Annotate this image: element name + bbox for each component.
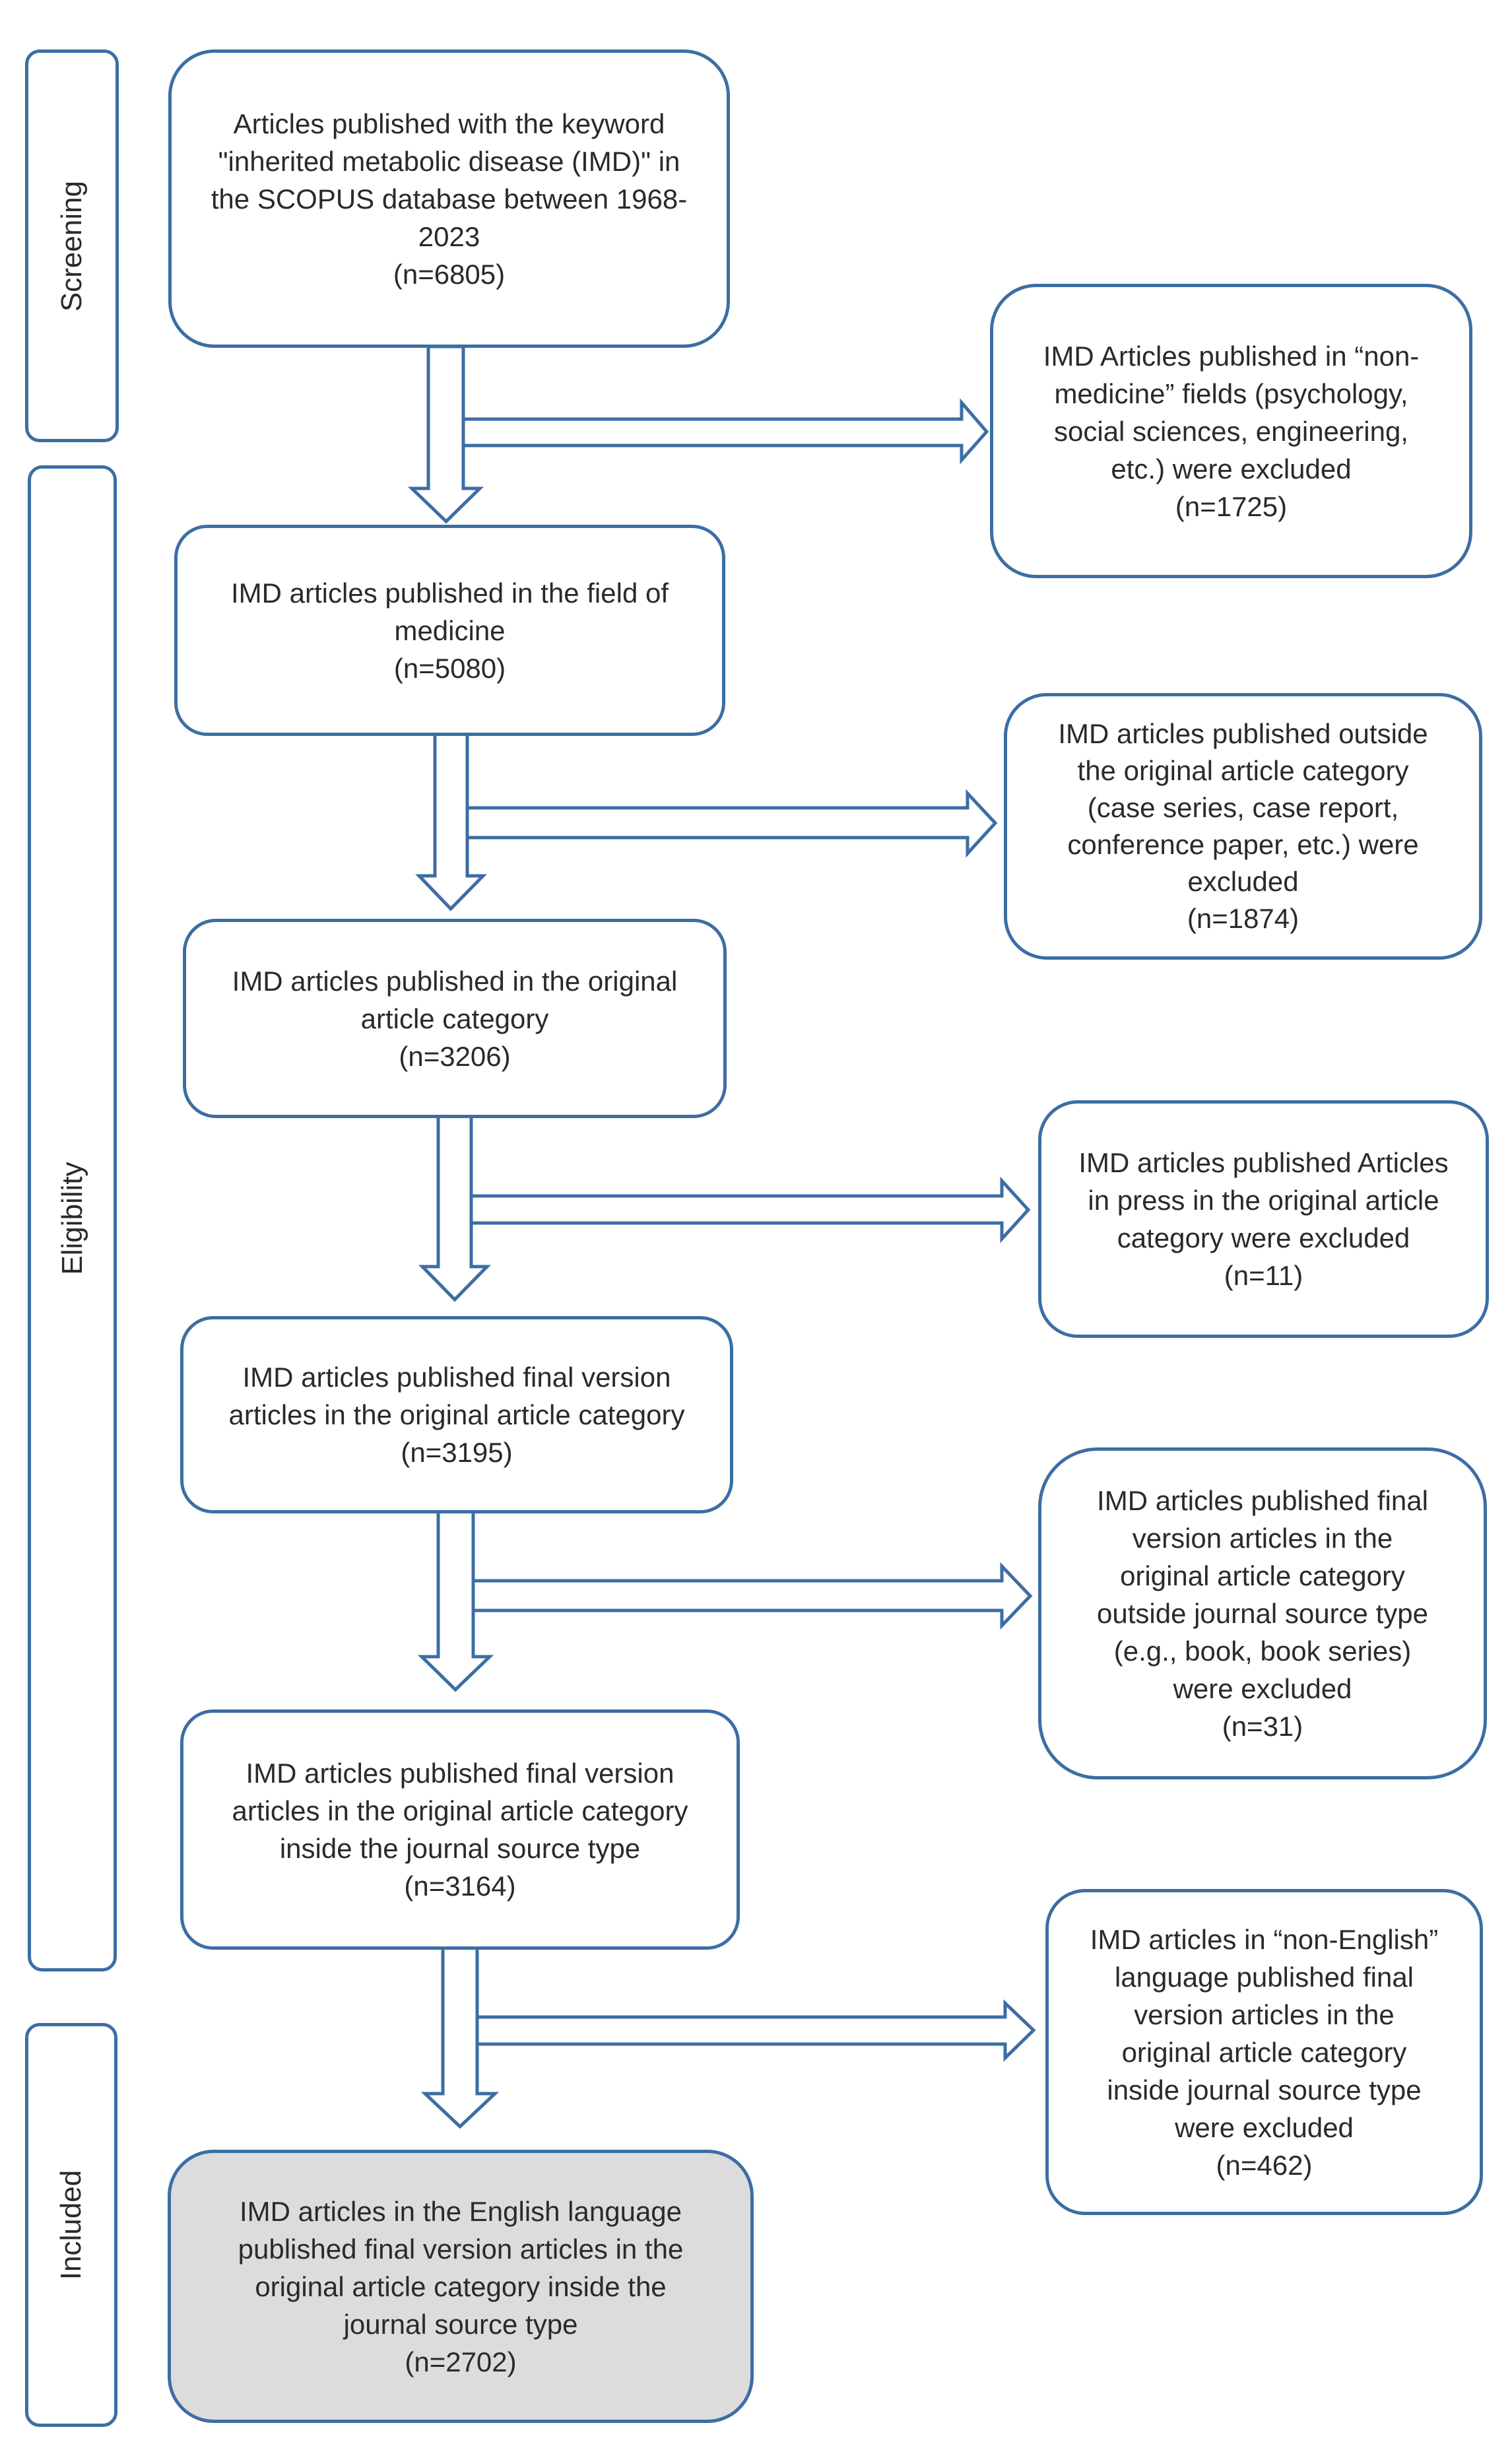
- right-arrow-4: [471, 1562, 1033, 1630]
- stage-eligibility: Eligibility: [28, 465, 117, 1972]
- right-arrow-3: [469, 1176, 1031, 1243]
- stage-screening: Screening: [25, 50, 119, 442]
- box-exclusion-1: IMD Articles published in “non- medicine…: [990, 284, 1472, 578]
- right-arrow-5: [475, 1999, 1036, 2062]
- down-arrow-4: [417, 1496, 494, 1692]
- right-arrow-2: [465, 789, 998, 858]
- box-step1: IMD articles published in the field of m…: [174, 525, 725, 736]
- box-start: Articles published with the keyword "inh…: [168, 50, 730, 348]
- stage-included: Included: [25, 2023, 117, 2427]
- box-final: IMD articles in the English language pub…: [168, 2150, 754, 2423]
- down-arrow-3: [418, 1114, 491, 1302]
- box-exclusion-5: IMD articles in “non-English” language p…: [1045, 1889, 1483, 2215]
- box-step2: IMD articles published in the original a…: [183, 919, 727, 1118]
- box-exclusion-2: IMD articles published outside the origi…: [1004, 693, 1482, 960]
- down-arrow-5: [420, 1930, 500, 2129]
- box-exclusion-3: IMD articles published Articles in press…: [1038, 1100, 1489, 1338]
- box-step3: IMD articles published final version art…: [180, 1316, 733, 1513]
- box-step4: IMD articles published final version art…: [180, 1709, 740, 1950]
- box-exclusion-4: IMD articles published final version art…: [1038, 1447, 1487, 1779]
- right-arrow-1: [461, 398, 989, 465]
- down-arrow-1: [407, 345, 484, 524]
- down-arrow-2: [415, 732, 487, 911]
